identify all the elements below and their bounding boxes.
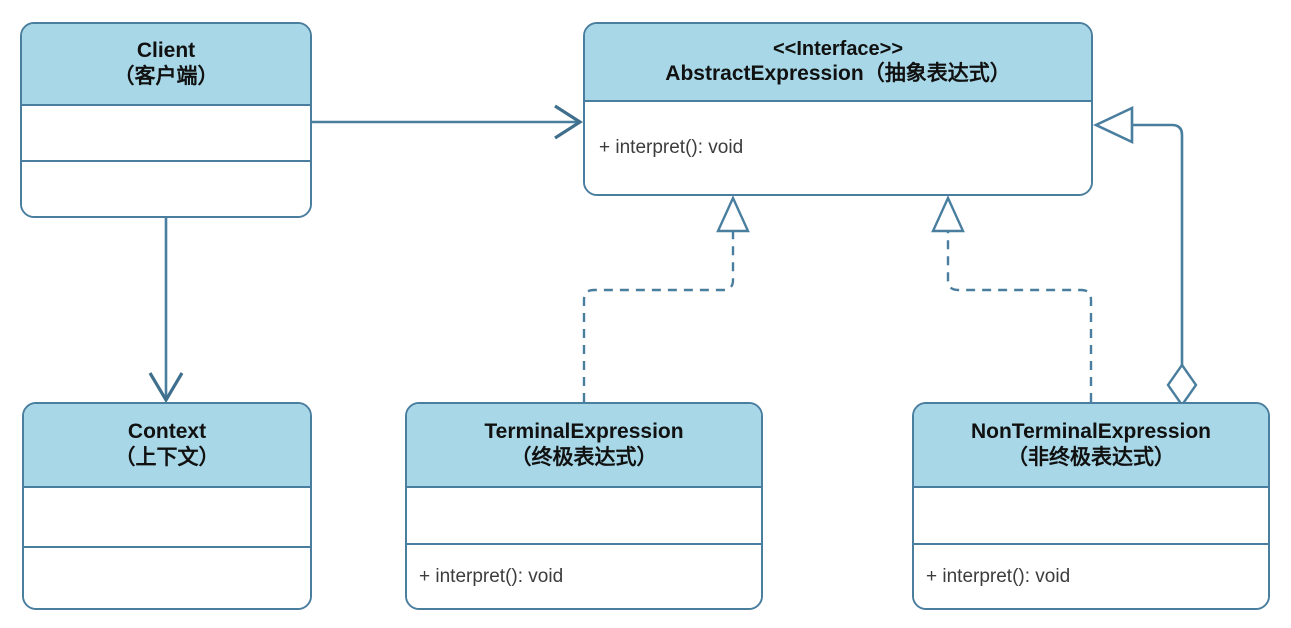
class-header-context: Context （上下文） <box>24 404 310 488</box>
class-header-terminalexpression: TerminalExpression （终极表达式） <box>407 404 761 488</box>
class-operations-terminalexpression: + interpret(): void <box>407 545 761 608</box>
class-operations-nonterminalexpression: + interpret(): void <box>914 545 1268 608</box>
class-name-client: Client <box>136 39 196 63</box>
hollow-triangle-marker <box>716 195 750 233</box>
hollow-diamond-marker <box>1166 362 1198 408</box>
class-box-abstractexpression[interactable]: <<Interface>> AbstractExpression（抽象表达式） … <box>583 22 1093 196</box>
class-header-nonterminalexpression: NonTerminalExpression （非终极表达式） <box>914 404 1268 488</box>
class-name-abstractexpression: AbstractExpression（抽象表达式） <box>665 62 1011 86</box>
edge-client-to-context[interactable] <box>148 218 184 404</box>
class-name-cn-context: （上下文） <box>114 446 220 469</box>
class-attributes-terminalexpression <box>407 488 761 545</box>
edge-terminalexpression-realizes-abstractexpression[interactable] <box>582 195 750 402</box>
open-arrow-marker <box>554 104 583 140</box>
class-header-client: Client （客户端） <box>22 24 310 106</box>
edge-nonterminalexpression-realizes-abstractexpression[interactable] <box>931 195 1093 402</box>
class-name-cn-terminalexpression: （终极表达式） <box>510 446 658 469</box>
edge-nonterminalexpression-aggregates-abstractexpression[interactable] <box>1092 105 1198 408</box>
class-name-cn-nonterminalexpression: （非终极表达式） <box>1007 446 1175 469</box>
class-header-abstractexpression: <<Interface>> AbstractExpression（抽象表达式） <box>585 24 1091 102</box>
edge-client-to-abstractexpression[interactable] <box>312 104 583 140</box>
class-name-context: Context <box>127 420 207 444</box>
open-arrow-marker <box>148 372 184 404</box>
hollow-triangle-marker <box>931 195 965 233</box>
class-attributes-client <box>22 106 310 162</box>
class-operations-client <box>22 162 310 216</box>
class-name-terminalexpression: TerminalExpression <box>484 420 684 444</box>
class-box-client[interactable]: Client （客户端） <box>20 22 312 218</box>
hollow-triangle-marker <box>1092 105 1134 145</box>
class-attributes-nonterminalexpression <box>914 488 1268 545</box>
class-attributes-context <box>24 488 310 548</box>
class-name-cn-client: （客户端） <box>113 65 219 88</box>
class-box-context[interactable]: Context （上下文） <box>22 402 312 610</box>
class-box-terminalexpression[interactable]: TerminalExpression （终极表达式） + interpret()… <box>405 402 763 610</box>
class-box-nonterminalexpression[interactable]: NonTerminalExpression （非终极表达式） + interpr… <box>912 402 1270 610</box>
class-operations-context <box>24 548 310 608</box>
class-operations-abstractexpression: + interpret(): void <box>585 102 1091 194</box>
class-name-nonterminalexpression: NonTerminalExpression <box>970 420 1211 444</box>
class-stereotype-abstractexpression: <<Interface>> <box>772 38 904 60</box>
